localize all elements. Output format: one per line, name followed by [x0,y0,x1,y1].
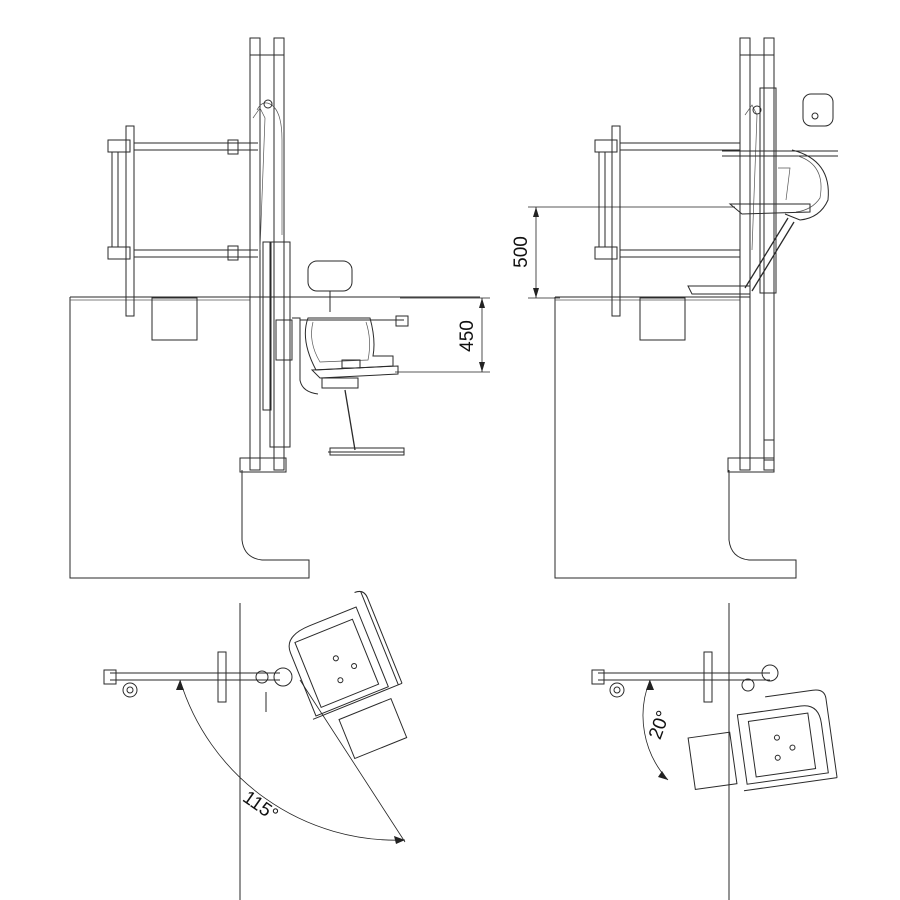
lift-mast-2 [727,37,777,473]
handrail-2 [594,125,740,317]
angle-label-115: 115° [239,787,282,826]
handrail [107,125,258,317]
side-view-seat-lowered: 450 [69,37,490,579]
dimension-label-500: 500 [511,236,532,268]
dimension-450: 450 [395,297,490,373]
lift-mast [239,37,291,473]
dimension-500: 500 [511,206,735,299]
side-view-seat-raised: 500 [511,37,838,579]
lift-chair-raised [687,93,838,295]
dimension-label-450: 450 [457,320,478,352]
angle-label-20: 20° [645,708,675,742]
chair-plan-115 [288,590,408,760]
lift-chair-lowered [304,260,399,389]
plan-view-115: 115° [103,590,408,900]
pool-edge-2 [554,296,797,579]
chair-plan-20 [687,689,838,792]
plan-view-20: 20° [591,603,838,900]
seat-arm [275,315,409,456]
pool-edge [69,296,480,579]
